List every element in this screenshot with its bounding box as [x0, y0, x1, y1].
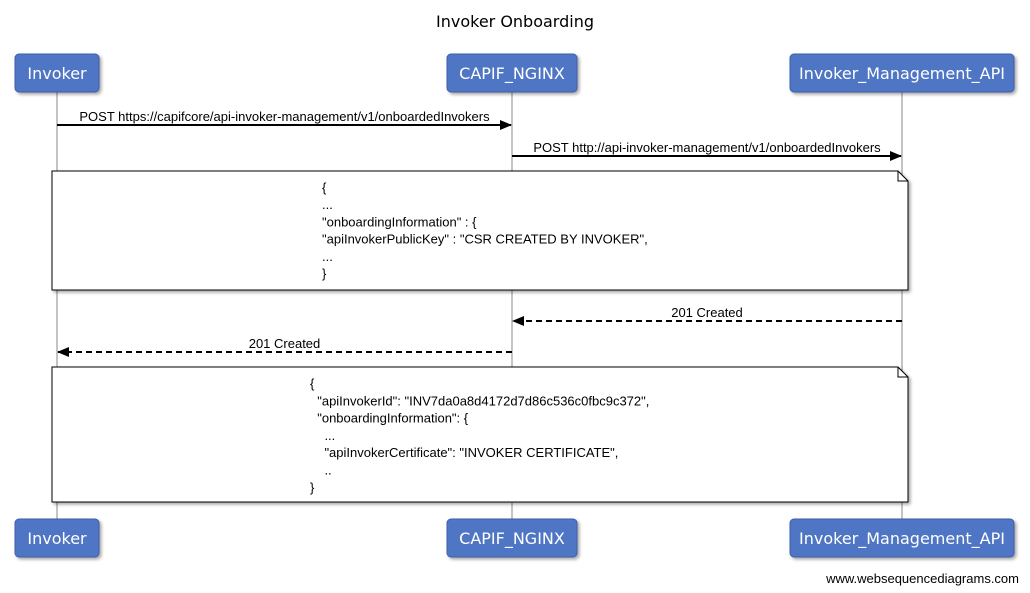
participant-box [14, 518, 100, 558]
message-1: POST https://capifcore/api-invoker-manag… [57, 109, 512, 130]
note-fold [897, 367, 908, 378]
participant-top-invoker: Invoker [14, 53, 100, 93]
note-line: .. [310, 463, 332, 478]
participant-label: Invoker_Management_API [799, 529, 1005, 549]
note-fold [897, 171, 908, 182]
message-label: 201 Created [671, 305, 743, 320]
note-2: { "apiInvokerId": "INV7da0a8d4172d7d86c5… [51, 366, 909, 503]
participant-box [446, 53, 578, 93]
participant-top-capif-nginx: CAPIF_NGINX [446, 53, 578, 93]
message-label: POST http://api-invoker-management/v1/on… [533, 140, 881, 155]
note-line: } [310, 480, 315, 495]
message-label: 201 Created [249, 336, 321, 351]
participant-bottom-invoker-management-api: Invoker_Management_API [789, 518, 1015, 558]
note-box [51, 366, 909, 503]
footer-watermark: www.websequencediagrams.com [825, 571, 1019, 586]
participant-label: CAPIF_NGINX [459, 529, 565, 549]
note-1: {... "onboardingInformation" : { "apiInvok… [51, 170, 909, 291]
note-line: "onboardingInformation" : { [322, 214, 477, 229]
message-2: POST http://api-invoker-management/v1/on… [512, 140, 902, 161]
note-line: "apiInvokerPublicKey" : "CSR CREATED BY … [322, 232, 648, 247]
note-line: ... [310, 428, 335, 443]
diagram-title: Invoker Onboarding [436, 12, 594, 31]
participant-box [789, 518, 1015, 558]
participant-bottom-invoker: Invoker [14, 518, 100, 558]
note-line: "apiInvokerCertificate": "INVOKER CERTIF… [310, 445, 618, 460]
note-line: "onboardingInformation": { [310, 411, 469, 426]
participant-box [789, 53, 1015, 93]
participant-label: Invoker [27, 529, 87, 548]
note-line: { [322, 180, 327, 195]
note-line: { [310, 376, 315, 391]
participant-label: CAPIF_NGINX [459, 64, 565, 84]
note-line: } [322, 266, 327, 281]
message-label: POST https://capifcore/api-invoker-manag… [79, 109, 490, 124]
note-line: "apiInvokerId": "INV7da0a8d4172d7d86c536… [310, 393, 649, 408]
participant-box [14, 53, 100, 93]
message-3: 201 Created [512, 305, 902, 326]
participant-top-invoker-management-api: Invoker_Management_API [789, 53, 1015, 93]
participant-bottom-capif-nginx: CAPIF_NGINX [446, 518, 578, 558]
note-line: ... [322, 197, 333, 212]
participant-box [446, 518, 578, 558]
participant-label: Invoker_Management_API [799, 64, 1005, 84]
note-box [51, 170, 909, 291]
participant-label: Invoker [27, 64, 87, 83]
message-4: 201 Created [57, 336, 512, 357]
note-line: ... [322, 249, 333, 264]
